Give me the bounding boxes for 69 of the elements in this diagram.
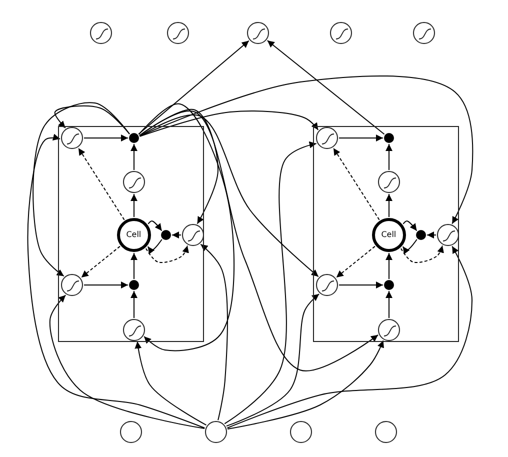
arrow [130,144,138,170]
peephole-arrow [336,246,376,278]
sigmoid-unit [122,318,145,341]
arrow [130,252,138,280]
sigmoid-unit [60,126,83,149]
input-unit [205,421,227,443]
arrow [200,244,228,421]
arrow [402,220,418,232]
arrow [386,290,392,318]
multiplication-dot [416,230,426,240]
multiplication-dot [128,280,139,290]
peephole-arrow [145,245,189,263]
sigmoid-unit [90,22,112,44]
arrow [226,246,472,428]
sigmoid-unit [330,22,352,44]
multiplication-dot [384,132,394,143]
arrow [386,144,392,170]
sigmoid-unit [316,126,338,149]
arrow [338,134,384,142]
arrow [84,282,128,288]
arrow [426,232,436,238]
arrow [226,294,320,427]
arrow [54,105,130,135]
peephole-arrow [332,148,380,220]
sigmoid-unit [316,274,338,296]
arrow [49,294,206,429]
sigmoid-unit [247,22,269,44]
sigmoid-unit [182,224,204,246]
multiplication-dot [128,132,139,143]
arrow [138,108,218,224]
arrow [134,341,207,426]
arrow [338,282,384,288]
sigmoid-unit [436,224,459,246]
peephole-arrow [400,245,444,263]
multiplication-dot [160,230,171,240]
peephole-arrow [78,148,125,220]
arrow [148,220,162,232]
arrow [138,103,235,352]
arrow [84,134,128,142]
cell-circle: Cell [116,218,151,252]
sigmoid-unit [60,274,83,296]
arrow [130,194,138,218]
input-unit [290,421,312,443]
arrow [172,232,182,238]
arrow [266,40,385,135]
input-unit [375,421,397,443]
arrow [27,134,206,428]
memory-block [313,126,459,342]
sigmoid-unit [378,318,400,341]
arrow [227,340,384,430]
arrow [139,76,474,224]
multiplication-dot [384,280,394,290]
arrow [32,102,130,277]
arrow [386,252,392,280]
sigmoid-unit [122,170,145,193]
arrow [224,141,317,424]
memory-block [58,126,204,342]
cell-circle: Cell [372,218,406,252]
arrow [130,290,138,318]
arrow [402,238,418,254]
sigmoid-unit [378,170,400,193]
sigmoid-unit [167,22,189,44]
input-unit [120,421,142,443]
sigmoid-unit [413,22,435,44]
arrow [139,110,379,372]
peephole-arrow [80,246,120,278]
arrow [147,238,162,254]
arrow [139,110,319,137]
arrow [386,194,392,218]
